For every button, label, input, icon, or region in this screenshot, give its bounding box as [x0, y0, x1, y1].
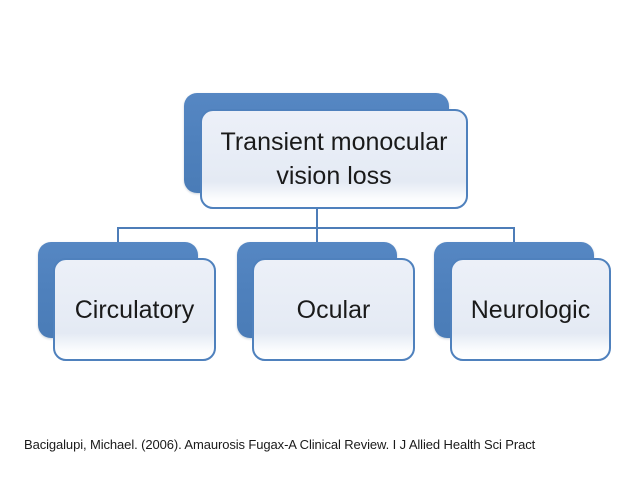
node-label: Transient monocular vision loss	[220, 128, 448, 190]
node-front-shape: Transient monocular vision loss	[200, 109, 468, 209]
node-label: Circulatory	[74, 295, 195, 324]
citation-text: Bacigalupi, Michael. (2006). Amaurosis F…	[24, 437, 536, 452]
connector-left-drop	[117, 227, 119, 244]
connector-right-drop	[513, 227, 515, 244]
node-front-shape: Circulatory	[53, 258, 216, 361]
connector-root-stem	[316, 208, 318, 244]
node-label: Ocular	[296, 295, 371, 324]
node-label: Neurologic	[470, 295, 591, 324]
node-front-shape: Neurologic	[450, 258, 611, 361]
connector-horizontal-bar	[117, 227, 515, 229]
node-front-shape: Ocular	[252, 258, 415, 361]
